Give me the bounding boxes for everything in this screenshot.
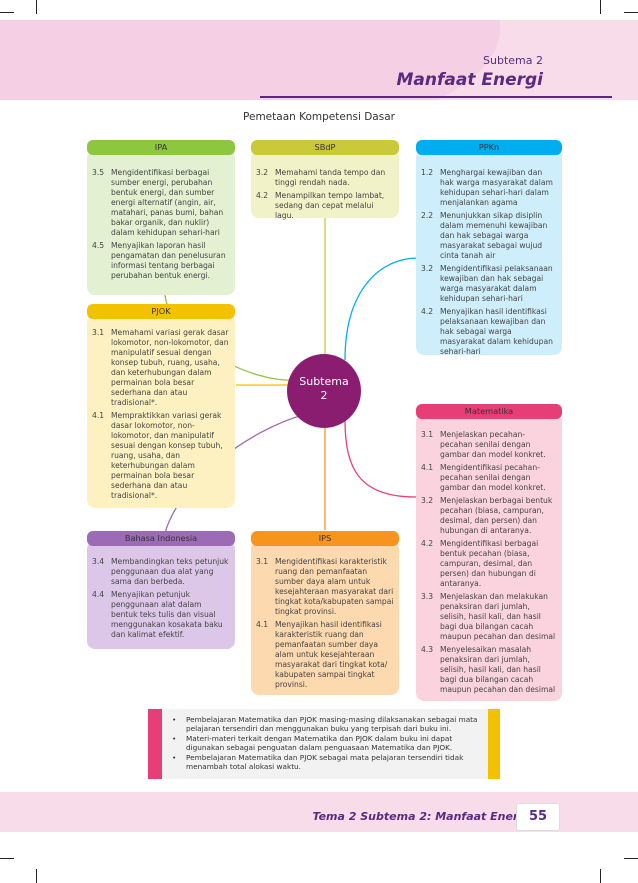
matematika-item-number: 4.1 <box>421 463 434 473</box>
sbdp-item-number: 3.2 <box>256 168 269 177</box>
crop-mark <box>624 12 638 13</box>
pjok-item-text: Memahami variasi gerak dasar lokomotor, … <box>111 328 229 408</box>
crop-mark <box>36 869 37 883</box>
ips-item-number: 3.1 <box>256 557 269 566</box>
page-title: Manfaat Energi <box>396 70 543 90</box>
matematika-item-number: 3.3 <box>421 592 434 602</box>
ppkn-item-number: 4.2 <box>421 307 434 317</box>
page-number: 55 <box>516 803 560 831</box>
ipa-header: IPA <box>87 140 235 155</box>
bahasa-item-number: 4.4 <box>92 590 105 600</box>
sbdp-item-text: Memahami tanda tempo dan tinggi rendah n… <box>275 168 386 188</box>
crop-mark <box>36 0 37 14</box>
ppkn-item-text: Menunjukkan sikap disiplin dalam memenuh… <box>440 211 548 261</box>
ppkn-item-text: Mengidentifikasi pelaksanaan kewajiban d… <box>440 264 553 304</box>
pjok-item-text: Mempraktikkan variasi gerak dasar lokomo… <box>111 411 223 501</box>
ips-box: 3.1 Mengidentifikasi karakteristik ruang … <box>251 541 399 695</box>
matematika-item-text: Menjelaskan dan melakukan penaksiran dar… <box>440 592 556 642</box>
ips-item-number: 4.1 <box>256 620 269 630</box>
notes-right-bar <box>488 709 500 779</box>
sbdp-item-number: 4.2 <box>256 191 269 201</box>
ips-item-text: Menyajikan hasil identifikasi karakteris… <box>275 620 388 690</box>
notes-left-bar <box>148 709 162 779</box>
matematika-header: Matematika <box>416 404 562 419</box>
matematika-item-text: Menjelaskan pecahan-pecahan senilai deng… <box>440 430 546 460</box>
footer-title: Tema 2 Subtema 2: Manfaat Energi <box>312 810 530 823</box>
center-label-line1: Subtema <box>299 375 349 388</box>
pjok-item-number: 4.1 <box>92 411 105 421</box>
crop-mark <box>600 0 601 14</box>
ips-item-text: Mengidentifikasi karakteristik ruang dan… <box>275 557 394 617</box>
matematika-item-number: 3.1 <box>421 430 434 439</box>
crop-mark <box>624 858 638 859</box>
ppkn-box: 1.2 Menghargai kewajiban dan hak warga ma… <box>416 150 562 357</box>
bullet: • <box>172 715 177 724</box>
ipa-item-number: 4.5 <box>92 241 105 251</box>
ips-header: IPS <box>251 531 399 546</box>
crop-mark <box>600 869 601 883</box>
matematika-item-text: Mengidentifikasi berbagai bentuk pecahan… <box>440 539 539 589</box>
bahasa-indonesia-header: Bahasa Indonesia <box>87 531 235 546</box>
title-underline <box>260 96 612 98</box>
bahasa-item-number: 3.4 <box>92 557 105 566</box>
pjok-header: PJOK <box>87 304 235 319</box>
note-text: Pembelajaran Matematika dan PJOK sebagai… <box>186 752 464 772</box>
ipa-item-text: Mengidentifikasi berbagai sumber energi,… <box>111 168 224 238</box>
subtema-label: Subtema 2 <box>483 54 543 67</box>
crop-mark <box>0 12 14 13</box>
matematika-item-number: 4.2 <box>421 539 434 549</box>
pjok-box: 3.1 Memahami variasi gerak dasar lokomoto… <box>87 314 235 508</box>
ppkn-item-text: Menyajikan hasil identifikasi pelaksanaa… <box>440 307 553 357</box>
bullet: • <box>172 752 177 762</box>
bahasa-item-text: Menyajikan petunjuk penggunaan alat dala… <box>111 590 223 640</box>
matematika-item-number: 4.3 <box>421 645 434 655</box>
ipa-item-text: Menyajikan laporan hasil pengamatan dan … <box>111 241 226 281</box>
sbdp-item-text: Menampilkan tempo lambat, sedang dan cep… <box>275 191 385 221</box>
ppkn-item-text: Menghargai kewajiban dan hak warga masya… <box>440 168 553 208</box>
ppkn-item-number: 2.2 <box>421 211 434 221</box>
matematika-item-text: Menyelesaikan masalah penaksiran dari ju… <box>440 645 556 695</box>
center-label-line2: 2 <box>320 389 328 402</box>
bahasa-indonesia-box: 3.4 Membandingkan teks petunjuk penggunaa… <box>87 541 235 649</box>
ppkn-header: PPKn <box>416 140 562 155</box>
notes-box: • Pembelajaran Matematika dan PJOK masing… <box>148 709 500 779</box>
sbdp-header: SBdP <box>251 140 399 155</box>
mapping-title: Pemetaan Kompetensi Dasar <box>243 111 395 123</box>
subtema-center-circle: Subtema 2 <box>287 354 361 428</box>
ipa-box: 3.5 Mengidentifikasi berbagai sumber ener… <box>87 150 235 295</box>
note-text: Materi-materi terkait dengan Matematika … <box>186 733 453 753</box>
bullet: • <box>172 733 177 743</box>
pjok-item-number: 3.1 <box>92 328 105 337</box>
ppkn-item-number: 3.2 <box>421 264 434 274</box>
crop-mark <box>0 858 14 859</box>
header-band <box>0 20 638 100</box>
ppkn-item-number: 1.2 <box>421 168 434 177</box>
matematika-item-text: Menjelaskan berbagai bentuk pecahan (bia… <box>440 496 553 536</box>
note-text: Pembelajaran Matematika dan PJOK masing-… <box>186 715 478 734</box>
matematika-item-text: Mengidentifikasi pecahan-pecahan senilai… <box>440 463 546 493</box>
bahasa-item-text: Membandingkan teks petunjuk penggunaan d… <box>111 557 229 587</box>
matematika-box: 3.1 Menjelaskan pecahan-pecahan senilai d… <box>416 414 562 701</box>
sbdp-box: 3.2 Memahami tanda tempo dan tinggi renda… <box>251 150 399 221</box>
ipa-item-number: 3.5 <box>92 168 105 177</box>
matematika-item-number: 3.2 <box>421 496 434 506</box>
